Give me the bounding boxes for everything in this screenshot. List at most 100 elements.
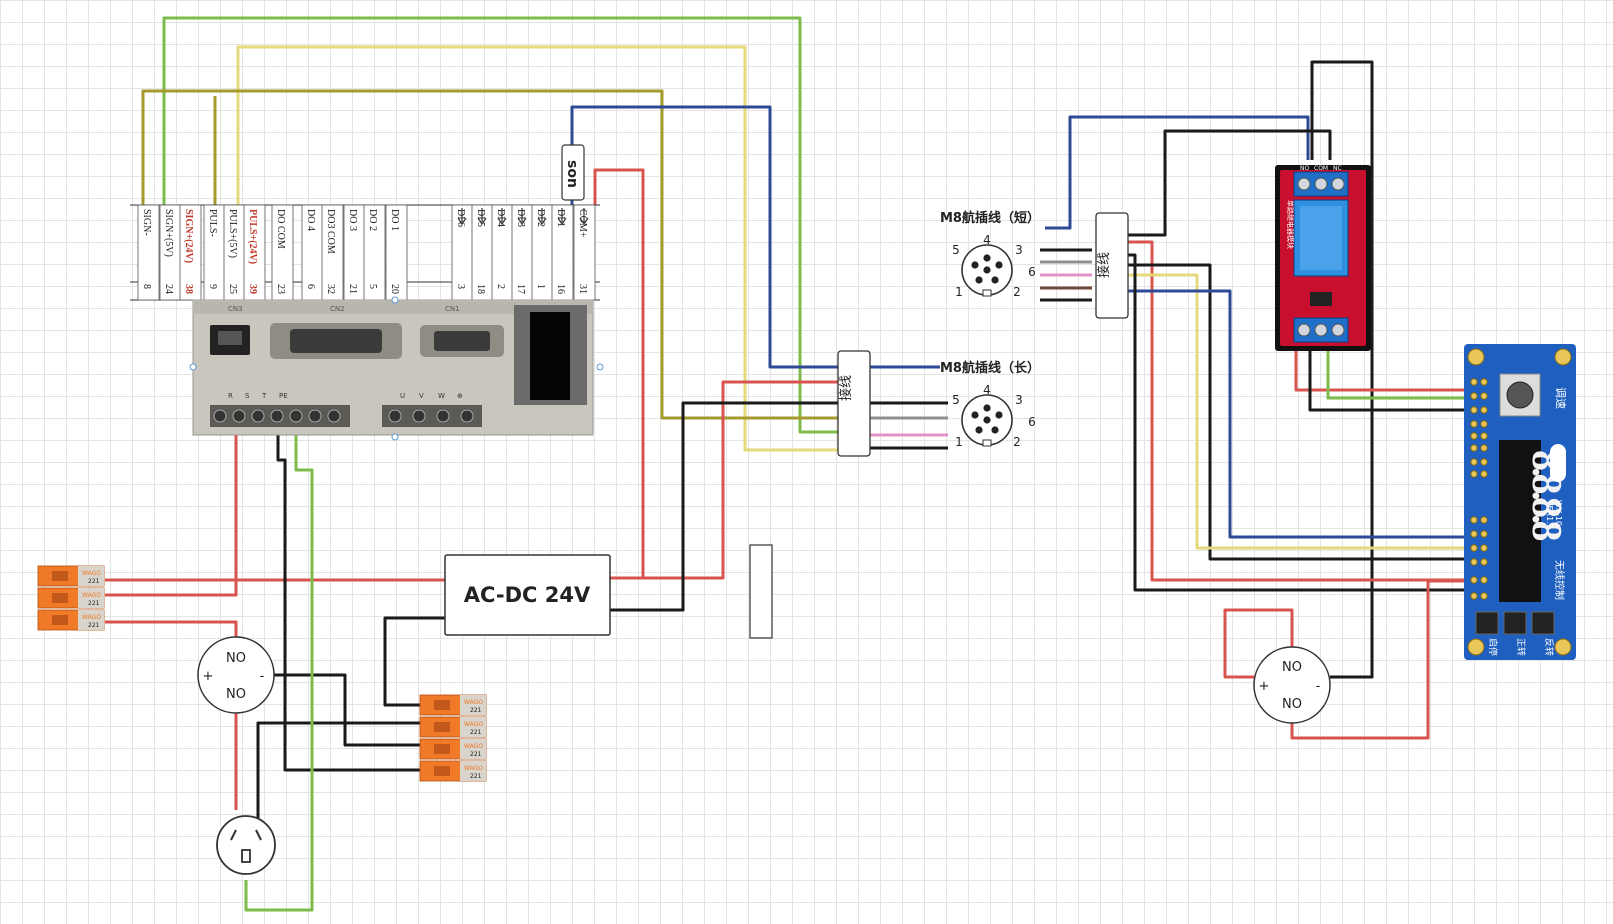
wire-black-psu-out [610,401,838,612]
terminal-pin-number: 23 [275,284,286,294]
relay-coil-top [1300,206,1342,270]
relay-screw-4 [1297,323,1311,337]
wire-yellow-puls-plus [236,45,838,452]
timer-button-rev[interactable] [1531,611,1555,635]
terminal-pin-number: 18 [475,284,486,294]
wago-lever [434,700,450,710]
wago-lever [52,593,68,603]
terminal-label: SIGN+(24V) [183,209,194,263]
handle-top [391,296,399,304]
wago-lever [434,766,450,776]
wire-black-switch-minus [262,673,420,747]
terminal-label: DI 3 [515,209,526,227]
wago-brand: WAGO [464,765,483,772]
relay-chip [1310,292,1332,306]
psu-block: AC-DC 24V [444,554,611,636]
power-terminal-label: PE [279,392,288,400]
timer-pin-pad [1480,406,1488,414]
timer-display [1499,440,1541,602]
terminal-pin-number: 21 [347,284,358,294]
terminal-arrow-icon [477,208,487,226]
terminal-label: PULS- [207,209,218,237]
m8-pin-dot [983,254,991,262]
wago-clear-part [460,717,486,737]
terminal-label: SIGN+(5V) [163,209,174,257]
db44-inner [290,329,382,353]
terminal-pin-number: 32 [325,284,336,294]
timer-pin-pad [1470,592,1478,600]
power-screw [213,409,227,423]
timer-pin-pad [1480,558,1488,566]
terminal-label: DO 2 [367,209,378,231]
wago-model: 221 [470,729,482,736]
power-terminal-label: S [245,392,250,400]
wago-lever [434,722,450,732]
timer-oval [1550,444,1566,482]
timer-pin-pad [1470,406,1478,414]
relay-side-text: 单路继电器模块 [1286,200,1295,249]
son-text: son [564,160,580,188]
terminal-pin-number: 17 [515,284,526,294]
rj45-inner [218,331,242,345]
terminal-pin-number: 39 [247,284,258,294]
timer-pin-pad [1470,378,1478,386]
wire-blue-short-top [1045,115,1310,230]
relay-label-com: COM [1314,165,1328,172]
terminal-label: PULS+(24V) [247,209,258,264]
switch-left-no-top: NO [226,651,246,666]
timer-mount-tr [1554,348,1572,366]
terminal-arrow-icon [517,208,527,226]
power-outlet-icon [216,815,276,875]
timer-pin-pad [1470,544,1478,552]
motor-terminal-label: W [438,392,445,400]
servo-driver: SIGN-8SIGN+(5V)24SIGN+(24V)38PULS-9PULS+… [130,204,604,441]
wire-red-com [593,168,645,580]
psu-box [444,554,611,636]
terminal-cell [179,204,202,301]
wago-brand: WAGO [464,721,483,728]
timer-knob[interactable] [1506,381,1534,409]
timer-mount-bl [1467,638,1485,656]
m8-pin-dot [991,276,999,284]
timer-board: 调速 8.8.8.8 WX-10 VER1.1 无线控制 启停 正转 反转 [1464,344,1576,660]
motor-terminal-block [382,405,482,427]
terminal-pin-number: 9 [207,284,218,289]
terminal-label: SIGN- [141,209,152,236]
outlet-slot-left [230,829,237,841]
m8-pin-label: 2 [1013,285,1021,299]
m8-pin-dot [983,404,991,412]
m8-short-title: M8航插线（短） [940,210,1040,226]
relay-label-nc: NC [1333,165,1342,172]
terminal-pin-number: 25 [227,284,238,294]
terminal-label: DI 6 [455,209,466,227]
wire-black-outlet [256,721,420,820]
terminal-pin-number: 8 [141,284,152,289]
terminal-pin-number: 16 [555,284,566,294]
relay-screw-3 [1331,177,1345,191]
terminal-label: DI 4 [495,209,506,227]
m8-key [982,439,992,447]
m8-pin-dot [983,266,991,274]
wago-model: 221 [470,751,482,758]
switch-left-plus: + [203,669,214,684]
wire-red-psu-out [610,380,838,580]
wago-brand: WAGO [464,699,483,706]
timer-button-start[interactable] [1475,611,1499,635]
timer-button-fwd[interactable] [1503,611,1527,635]
timer-pin-pad [1470,558,1478,566]
m8-pin-label: 5 [952,243,960,257]
m8-pin-label: 4 [983,383,991,397]
m8-pin-label: 4 [983,233,991,247]
port-label-cn1: CN1 [445,305,460,313]
son-box [561,144,585,201]
relay-screw-5 [1314,323,1328,337]
terminal-label: DO 4 [305,209,316,231]
wire-black-relay-timer [1308,340,1464,412]
timer-mount-br [1554,638,1572,656]
wire-black-loop-top [1310,60,1374,679]
timer-pin-pad [1480,530,1488,538]
